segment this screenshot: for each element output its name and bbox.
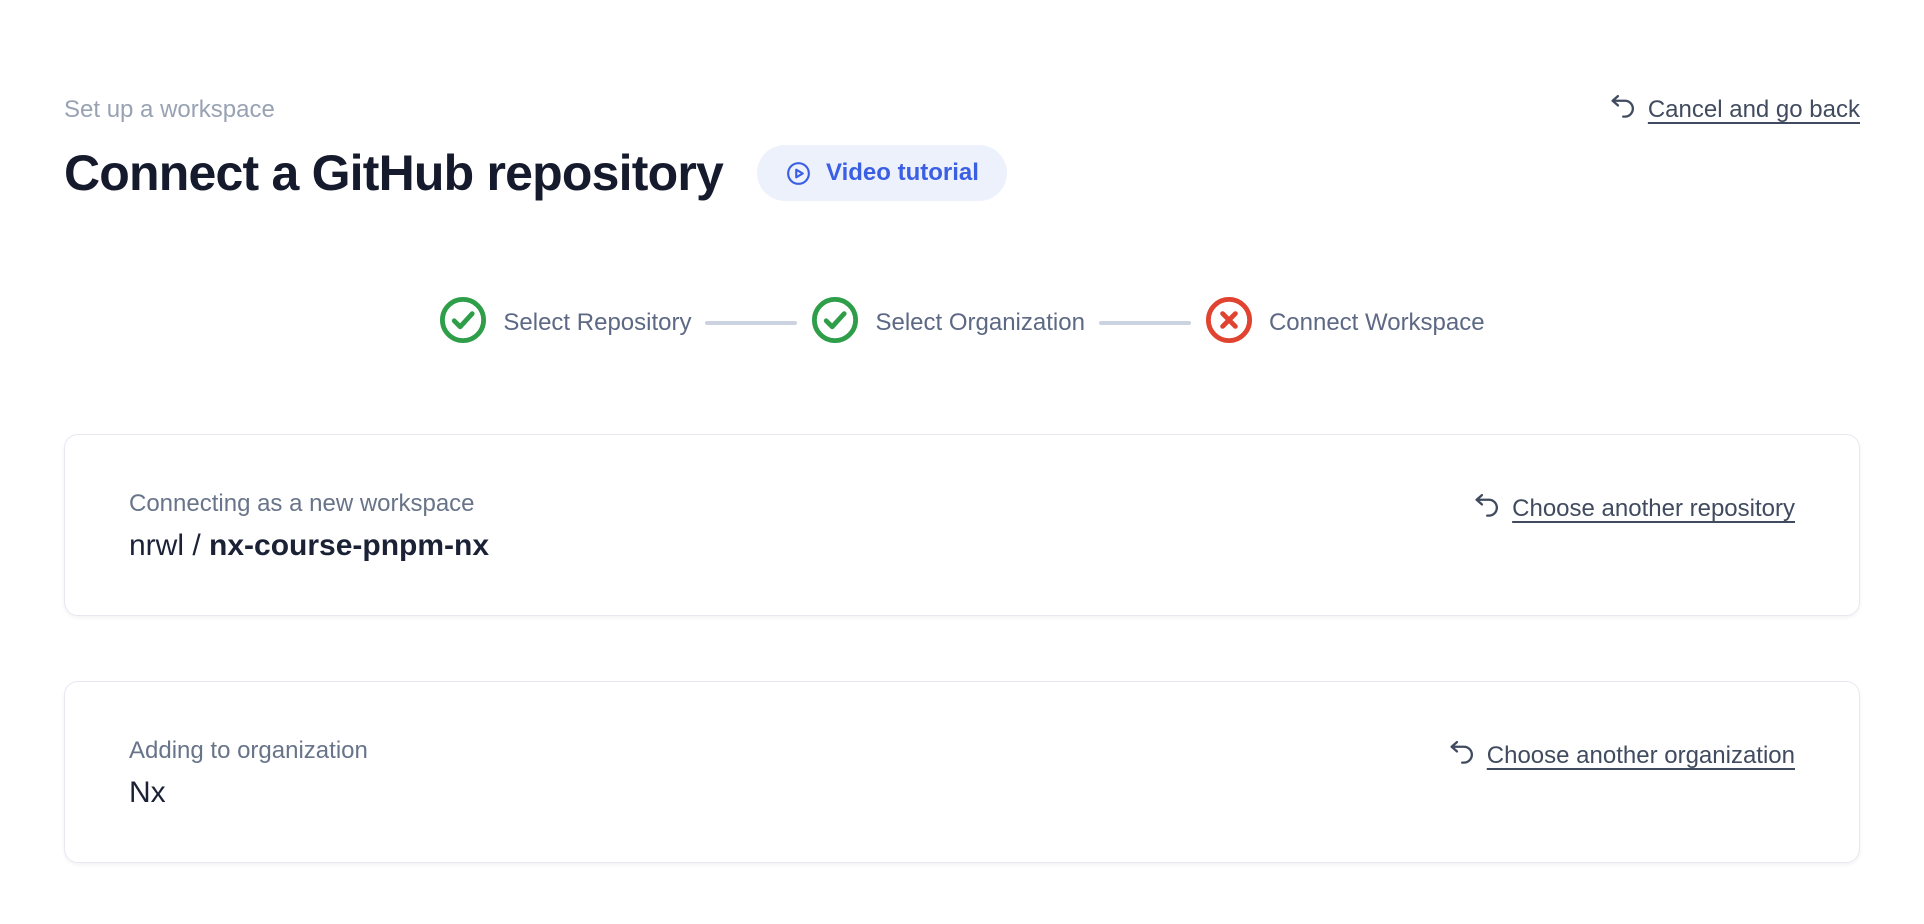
organization-card-label: Adding to organization (129, 737, 368, 764)
choose-another-organization-link[interactable]: Choose another organization (1447, 738, 1795, 774)
choose-repository-label: Choose another repository (1512, 495, 1795, 522)
undo-arrow-icon (1472, 491, 1500, 527)
undo-arrow-icon (1447, 738, 1475, 774)
title-row: Connect a GitHub repository Video tutori… (64, 144, 1860, 202)
step-connector (705, 320, 798, 325)
top-row: Set up a workspace Cancel and go back (64, 0, 1860, 128)
repository-name: nrwl / nx-course-pnpm-nx (129, 527, 489, 565)
organization-card-info: Adding to organization Nx (129, 736, 368, 812)
choose-organization-label: Choose another organization (1486, 742, 1795, 769)
stepper: Select Repository Select Organization Co… (64, 296, 1860, 349)
step-connect-workspace: Connect Workspace (1205, 296, 1485, 349)
repository-slug: nx-course-pnpm-nx (209, 529, 490, 562)
choose-another-repository-link[interactable]: Choose another repository (1472, 491, 1795, 527)
play-circle-icon (785, 160, 812, 187)
repository-card: Connecting as a new workspace nrwl / nx-… (64, 434, 1860, 616)
cancel-and-go-back-link[interactable]: Cancel and go back (1608, 92, 1860, 128)
page-title: Connect a GitHub repository (64, 145, 724, 201)
cancel-link-label: Cancel and go back (1647, 96, 1860, 123)
check-circle-icon (811, 296, 859, 349)
x-circle-icon (1205, 296, 1253, 349)
step-connector (1098, 320, 1191, 325)
repository-card-label: Connecting as a new workspace (129, 490, 475, 517)
step-label: Connect Workspace (1268, 308, 1485, 336)
setup-workspace-page: Set up a workspace Cancel and go back Co… (64, 0, 1860, 863)
repository-card-info: Connecting as a new workspace nrwl / nx-… (129, 489, 489, 565)
repository-owner: nrwl / (129, 529, 210, 562)
step-select-repository: Select Repository (439, 296, 691, 349)
undo-arrow-icon (1608, 92, 1636, 128)
step-label: Select Repository (503, 308, 692, 336)
step-select-organization: Select Organization (811, 296, 1085, 349)
organization-name: Nx (129, 776, 166, 809)
eyebrow-text: Set up a workspace (64, 96, 275, 123)
check-circle-icon (439, 296, 487, 349)
video-tutorial-label: Video tutorial (826, 159, 979, 186)
video-tutorial-button[interactable]: Video tutorial (757, 145, 1007, 201)
organization-card: Adding to organization Nx Choose another… (64, 681, 1860, 863)
step-label: Select Organization (875, 308, 1085, 336)
